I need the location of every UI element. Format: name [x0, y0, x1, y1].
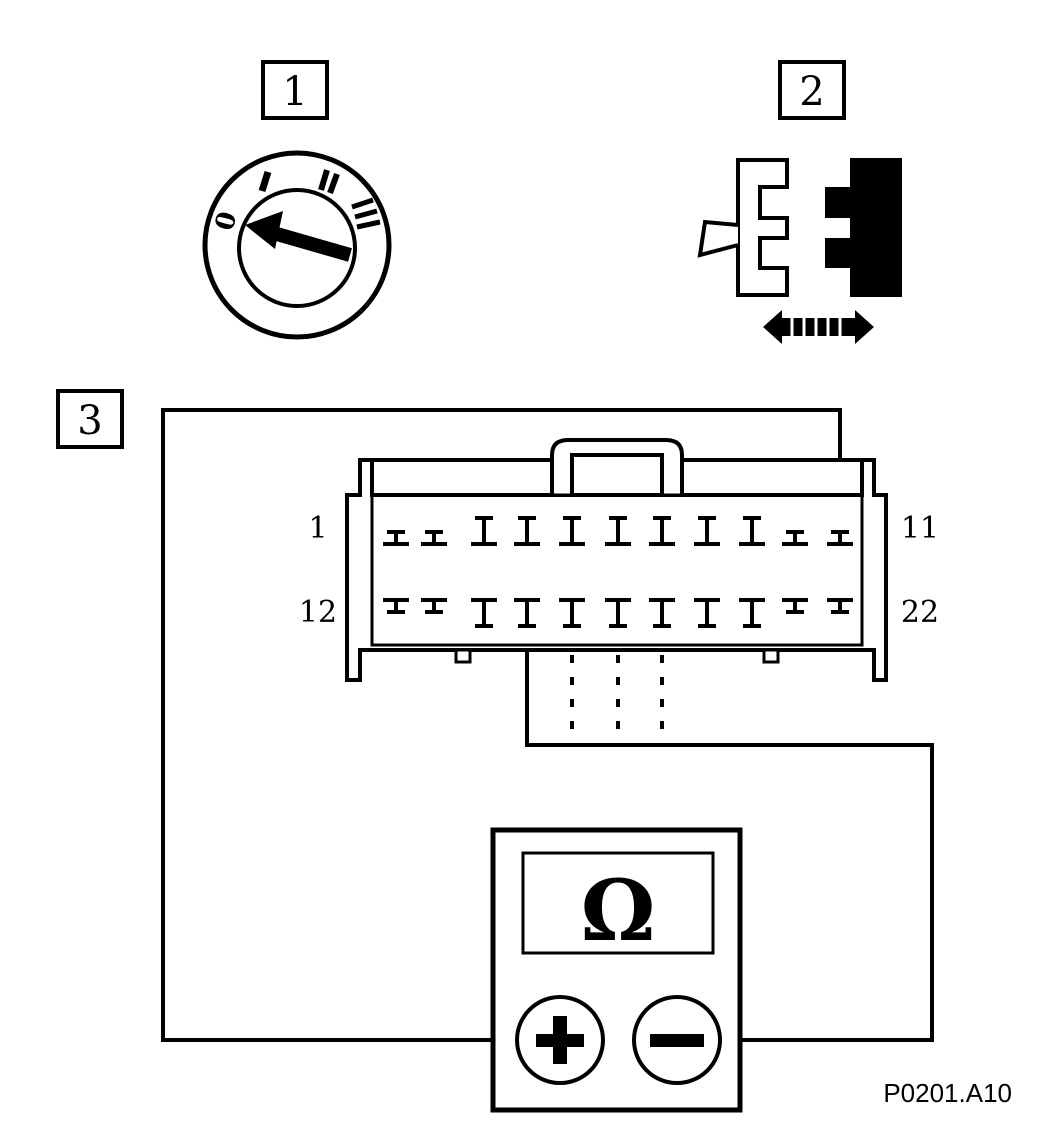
pin-7 — [649, 516, 675, 546]
step-1-text: 1 — [282, 69, 307, 115]
pin-1 — [383, 530, 409, 546]
pin-label-12: 12 — [299, 595, 337, 630]
position-i-mark — [258, 170, 272, 193]
ohm-symbol: Ω — [581, 861, 656, 960]
pin-15 — [514, 598, 540, 628]
pin-row-bottom — [383, 598, 853, 628]
pin-11 — [827, 530, 853, 546]
pin-3 — [471, 516, 497, 546]
pin-16 — [559, 598, 585, 628]
pin-13 — [421, 598, 447, 614]
position-iii-mark — [351, 197, 381, 230]
pin-5 — [559, 516, 585, 546]
negative-wire — [525, 618, 934, 1042]
pin-22 — [827, 598, 853, 614]
step-3-text: 3 — [77, 398, 102, 444]
pin-17 — [605, 598, 631, 628]
pin-20 — [739, 598, 765, 628]
positive-wire — [161, 408, 842, 1042]
pin-label-22: 22 — [901, 595, 939, 630]
pin-18 — [649, 598, 675, 628]
pin-19 — [694, 598, 720, 628]
pin-10 — [782, 530, 808, 546]
pin-4 — [514, 516, 540, 546]
pin-14 — [471, 598, 497, 628]
figure-code: P0201.A10 — [883, 1078, 1012, 1108]
pin-8 — [694, 516, 720, 546]
test-wires — [161, 408, 934, 1042]
ignition-switch-icon: 0 — [202, 150, 392, 340]
negative-terminal — [632, 995, 722, 1085]
pin-6 — [605, 516, 631, 546]
step-3-label: 3 — [56, 389, 124, 449]
pin-row-top — [383, 516, 853, 546]
step-2-label: 2 — [778, 60, 846, 120]
position-ii-mark — [318, 169, 340, 195]
step-1-label: 1 — [261, 60, 329, 120]
pin-21 — [782, 598, 808, 614]
pin-label-11: 11 — [901, 511, 939, 546]
step-2-text: 2 — [799, 69, 824, 115]
pin-label-1: 1 — [308, 511, 327, 546]
pin-12 — [383, 598, 409, 614]
positive-terminal — [515, 995, 605, 1085]
connector-body — [345, 438, 888, 730]
pin-9 — [739, 516, 765, 546]
ohmmeter: Ω — [490, 827, 743, 1113]
connector-disconnect-icon — [697, 158, 902, 344]
pin-2 — [421, 530, 447, 546]
